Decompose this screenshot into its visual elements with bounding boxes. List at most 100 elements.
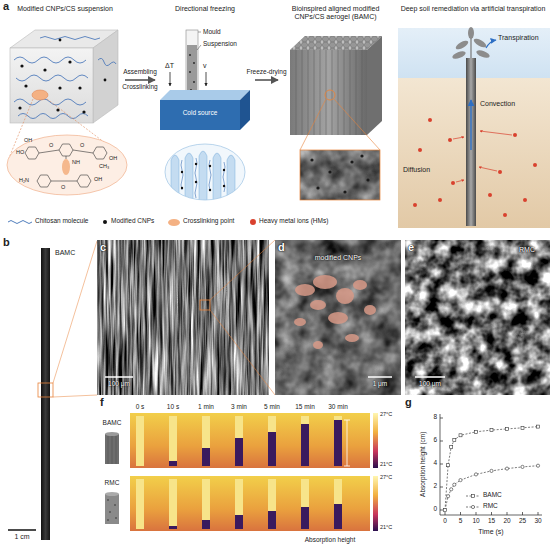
aerogel-block [290,50,367,135]
thermal-image [107,499,109,501]
line-chart [440,464,443,465]
annotation-label: RMC [519,246,535,253]
thermal-image [105,432,119,436]
step-title: Bioinspired aligned modified CNPs/CS aer… [278,4,393,22]
line-chart [521,426,524,429]
annotation-label: 25 [519,518,526,525]
legend-text: RMC [483,503,498,510]
bamc-photo [38,383,53,397]
ice-crystal-zoom [199,151,207,205]
freezing-mould [189,54,191,56]
annotation-label: NH [72,160,80,166]
sem-image [313,275,337,289]
annotation-label: 15 min [295,404,315,411]
sem-image [97,240,550,395]
aerogel-block [338,50,339,135]
chitosan-structure [7,135,127,195]
aerogel-block [290,36,382,200]
sem-image [210,240,275,300]
chitosan-structure [73,150,93,153]
thermal-image [105,413,378,531]
line-chart [538,512,539,515]
legend-text: Modified CNPs [111,218,154,225]
freezing-mould [160,90,250,100]
panel-letter: g [405,397,412,408]
chitosan-structure [59,144,73,156]
soil-remediation [451,27,490,60]
aerogel-block [308,50,309,135]
line-chart [453,438,456,441]
soil-remediation [472,37,487,49]
annotation-label: 10 [472,518,479,525]
bamc-photo [8,241,97,540]
chitosan-structure [51,181,77,182]
line-chart [444,425,540,511]
step-title: Modified CNPs/CS suspension [5,4,125,14]
ice-crystal-zoom [209,189,211,191]
freezing-mould [193,62,195,64]
suspension-cube [16,75,88,81]
thermal-image [344,420,350,466]
ice-crystal-zoom [165,144,245,200]
legend-sample [8,221,32,224]
aerogel-block [332,50,333,135]
annotation-label: Absorption height (cm) [421,431,428,496]
freezing-mould [160,30,250,130]
thermal-image [301,416,309,466]
thermal-image [202,479,210,529]
sem-image [295,284,315,296]
thermal-image [105,494,119,524]
annotation-label: 30 min [328,404,348,411]
ice-crystal-zoom [165,144,245,205]
suspension-cube [82,110,85,113]
annotation-label: RMC [105,480,120,487]
soil-remediation [428,118,432,122]
annotation-label: BAMC [55,249,75,256]
annotation-label: v [203,62,207,69]
annotation-label: 21°C [380,462,392,468]
thermal-image [268,432,276,466]
sem-image [415,376,445,378]
ice-crystal-zoom [195,163,197,165]
panel-letter: d [278,242,285,253]
line-chart [507,512,508,515]
chitosan-structure [25,144,107,187]
thermal-image [344,466,350,467]
aerogel-block [300,150,380,200]
line-chart [475,430,478,433]
soil-remediation [480,131,512,135]
line-chart [476,512,477,515]
aerogel-block [300,99,326,150]
annotation-label: 5 min [264,404,280,411]
panel-letter: f [100,397,104,408]
freezing-mould [197,45,201,50]
sem-image [328,312,348,324]
edge-label: Freeze-drying [245,69,287,76]
ice-crystal-zoom [195,158,197,198]
bamc-photo [53,241,97,383]
annotation-label: Time (s) [478,528,503,535]
sem-image [405,240,550,395]
ice-crystal-zoom [209,160,211,190]
ice-crystal-zoom [181,160,183,190]
soil-remediation [454,39,469,51]
aerogel-block [343,190,346,193]
suspension-cube [32,90,48,100]
sem-image [210,310,275,395]
annotation-label: 30 [534,518,541,525]
annotation-label: 8 [433,414,437,421]
legend-sample [103,220,107,224]
aerogel-block [290,36,382,50]
panel-letter: b [3,237,10,248]
chitosan-structure [93,147,107,159]
thermal-image [344,420,350,421]
aerogel-block [360,154,363,157]
sem-image [294,318,306,326]
annotation-label: 0 [433,506,437,513]
annotation-label: H₂N [19,178,29,184]
soil-remediation [503,213,507,217]
freezing-mould [189,54,195,91]
annotation-label: HO [16,150,24,156]
sem-image [294,275,376,349]
annotation-label: 5 [459,518,463,525]
